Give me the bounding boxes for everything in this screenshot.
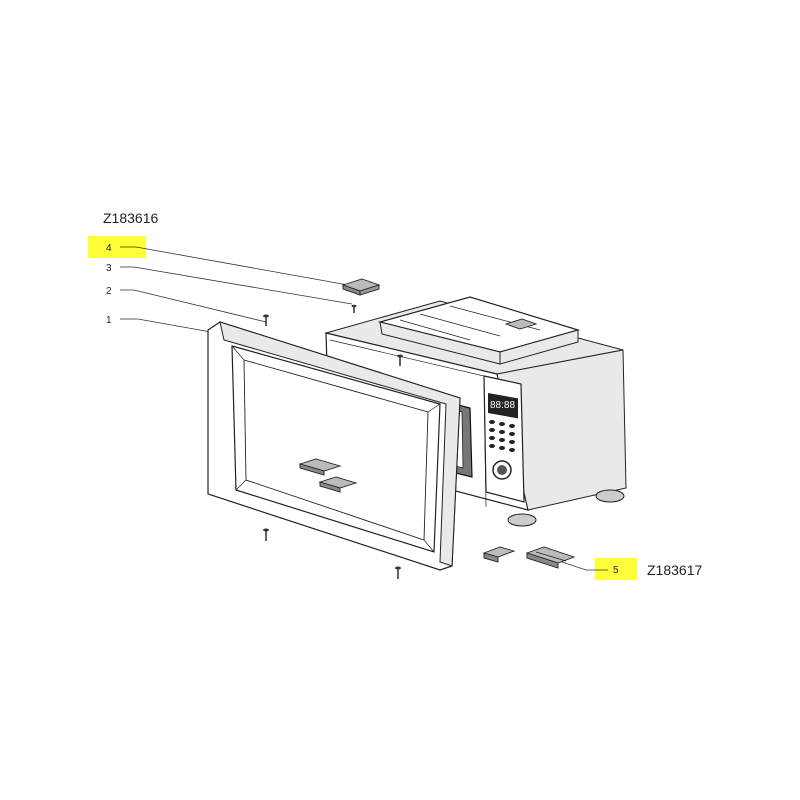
- control-buttons: [489, 420, 515, 452]
- leader-line-4: [120, 246, 349, 286]
- bottom-bracket-part-5: [525, 546, 576, 569]
- digital-display: 88:88: [488, 393, 518, 419]
- top-bracket-mounted: [504, 318, 538, 330]
- leader-line-1: [120, 318, 223, 335]
- screw-top-right: [397, 354, 403, 366]
- part-code-upper: Z183616: [103, 210, 158, 226]
- trim-frame: [207, 321, 461, 571]
- highlight-callout-4: [88, 236, 146, 258]
- callout-number-2: 2: [106, 286, 112, 297]
- top-bracket-part-4: [341, 278, 381, 296]
- bottom-bracket-mounted-center: [318, 476, 358, 493]
- part-code-lower: Z183617: [647, 562, 702, 578]
- callout-number-5: 5: [613, 565, 619, 576]
- bottom-bracket-loose: [482, 546, 516, 563]
- leader-line-3: [120, 266, 353, 305]
- bottom-bracket-mounted-left: [298, 458, 342, 476]
- leader-line-5: [561, 561, 608, 571]
- callout-number-4: 4: [106, 243, 112, 254]
- screw-top-left: [263, 314, 269, 326]
- foot-back-right: [595, 489, 625, 503]
- callout-number-3: 3: [106, 263, 112, 274]
- callout-number-1: 1: [106, 315, 112, 326]
- screw-part-3: [351, 304, 357, 313]
- svg-text:88:88: 88:88: [490, 400, 515, 411]
- screw-bottom-left: [263, 528, 269, 541]
- screw-bottom-right: [395, 566, 401, 579]
- foot-front-right: [507, 513, 537, 527]
- highlight-callout-5: [595, 558, 637, 580]
- leader-line-2: [120, 289, 267, 323]
